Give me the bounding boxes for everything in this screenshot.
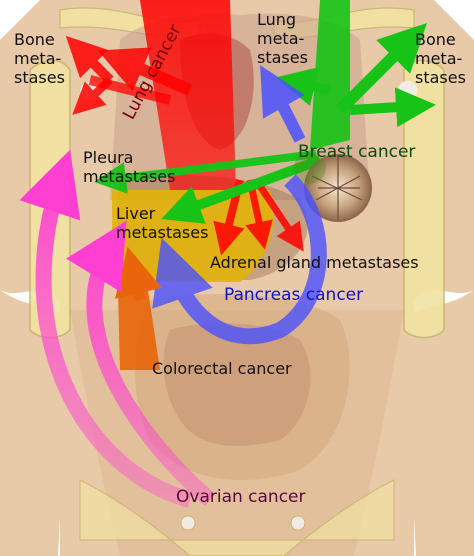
- lung-cancer-flow: [65, 0, 304, 256]
- label-liver-line2: metastases: [116, 223, 209, 242]
- label-bone-left: Bone meta- stases: [14, 30, 65, 87]
- label-liver-line1: Liver: [116, 204, 156, 223]
- label-bone-right-line3: stases: [415, 68, 466, 87]
- label-pleura-metastases: Pleura metastases: [83, 148, 175, 186]
- label-bone-right-line2: meta-: [415, 49, 463, 68]
- pancreas-cancer-flow: [152, 65, 327, 345]
- label-colorectal-cancer: Colorectal cancer: [152, 359, 292, 378]
- label-lung-metastases: Lung meta- stases: [257, 10, 308, 67]
- label-lung-meta-line3: stases: [257, 48, 308, 67]
- label-pleura-line1: Pleura: [83, 148, 134, 167]
- label-bone-right: Bone meta- stases: [415, 30, 466, 87]
- label-bone-left-line1: Bone: [14, 30, 55, 49]
- label-breast-cancer: Breast cancer: [298, 142, 416, 162]
- label-lung-meta-line2: meta-: [257, 29, 305, 48]
- colorectal-arrow: [115, 246, 162, 302]
- label-lung-meta-line1: Lung: [257, 10, 297, 29]
- label-adrenal-metastases: Adrenal gland metastases: [210, 253, 419, 272]
- label-ovarian-cancer: Ovarian cancer: [176, 487, 306, 507]
- label-liver-metastases: Liver metastases: [116, 204, 208, 242]
- label-bone-right-line1: Bone: [415, 30, 456, 49]
- label-pleura-line2: metastases: [83, 167, 176, 186]
- label-bone-left-line3: stases: [14, 68, 65, 87]
- ovarian-cancer-flow: [19, 149, 216, 508]
- breast-cancer-flow: [94, 0, 436, 224]
- label-pancreas-cancer: Pancreas cancer: [224, 285, 364, 305]
- label-bone-left-line2: meta-: [14, 49, 62, 68]
- breast-tumor: [294, 152, 372, 222]
